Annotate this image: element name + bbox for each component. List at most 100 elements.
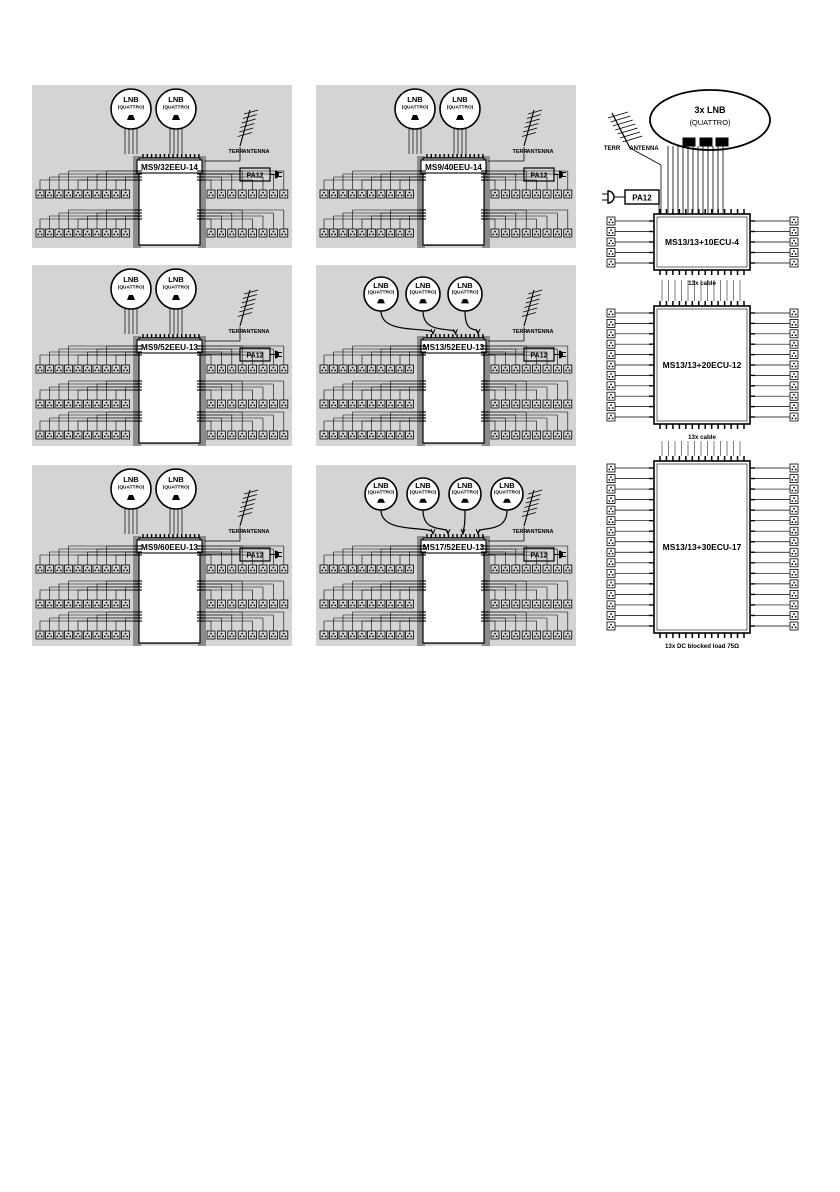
outlet-row [319,345,573,374]
outlet-icon [376,399,386,409]
lnb-dish-icon: LNB(QUATTRO) [448,477,482,511]
power-plug-icon [607,190,615,204]
outlet-icon [606,227,616,236]
outlet-row [35,411,289,440]
outlet-icon [395,399,405,409]
antenna-label: ANTENNA [527,529,554,535]
outlet-row [319,170,573,199]
outlet-icon [111,430,121,440]
outlet-icon [111,228,121,238]
lnb-sublabel: (QUATTRO) [402,105,429,111]
outlet-icon [789,495,799,505]
outlet-icon [606,381,616,391]
outlet-icon [405,599,414,609]
model-label: MS9/32EEU-14 [141,163,198,172]
outlet-row [35,611,289,640]
lnb-sublabel: (QUATTRO) [163,105,190,111]
model-label: MS17/52EEU-13 [423,543,485,552]
outlet-icon [789,360,799,370]
cascade-link [661,280,741,301]
outlet-icon [789,611,799,620]
outlet-icon [606,391,616,401]
clamp-left [133,536,141,646]
outlet-icon [500,399,510,409]
outlet-row [319,209,573,238]
outlet-icon [92,189,102,199]
lnb-dish-icon: LNB(QUATTRO) [405,276,441,312]
lnb-sublabel: (QUATTRO) [368,290,395,296]
outlet-icon [606,248,616,257]
outlet-icon [606,258,616,268]
lnb-dish-icon: LNB(QUATTRO) [110,88,152,130]
lnb-label: LNB [123,275,139,284]
lnb-dish-icon: LNB(QUATTRO) [110,268,152,310]
lnb-dish-icon: LNB(QUATTRO) [447,276,483,312]
lnb-feed-icon [682,137,696,147]
multiswitch-panel: MS17/52EEU-13LNB(QUATTRO)LNB(QUATTRO)LNB… [316,465,576,646]
power-supply-pa12: PA12 [239,547,282,562]
outlet-icon [789,237,799,247]
outlet-icon [606,237,616,247]
lnb-dish-icon: LNB(QUATTRO) [110,468,152,510]
outlet-icon [789,484,799,494]
lnb-sublabel: (QUATTRO) [410,290,437,296]
psu-label: PA12 [632,194,652,203]
lnb-sublabel: (QUATTRO) [118,485,145,491]
antenna-label: ANTENNA [243,329,270,335]
lnb-sublabel: (QUATTRO) [494,490,521,496]
lnb-label: LNB [457,281,473,290]
power-supply-pa12: PA12 [523,347,566,362]
clamp-left [417,536,425,646]
outlet-icon [789,216,799,226]
outlet-icon [606,526,616,536]
lnb-label: LNB [123,95,139,104]
clamp-right [482,156,490,248]
outlet-icon [606,370,616,380]
lnb-dish-icon: LNB(QUATTRO) [406,477,440,511]
lnb-feed-icon [715,137,729,147]
power-supply-pa12: PA12 [523,547,566,562]
lnb-dish-icon: LNB(QUATTRO) [155,468,197,510]
outlet-icon [606,318,616,328]
clamp-right [482,336,490,446]
outlet-icon [563,430,573,440]
outlet-row [35,209,289,238]
psu-label: PA12 [247,553,264,560]
model-label: MS13/13+20ECU-12 [663,360,742,370]
outlet-icon [606,495,616,505]
outlet-icon [606,611,616,620]
outlet-icon [606,484,616,494]
outlet-icon [237,228,247,238]
outlet-row [35,545,289,574]
outlet-icon [789,258,799,268]
outlet-row [319,411,573,440]
outlet-icon [789,558,799,568]
outlet-icon [227,430,237,440]
terr-label: TERR [513,329,528,335]
outlet-icon [279,189,289,199]
lnb-dish-icon: LNB(QUATTRO) [439,88,481,130]
cascade-link [661,441,741,456]
lnb-sublabel: (QUATTRO) [163,485,190,491]
outlet-row [319,545,573,574]
multiswitch-panel: MS9/52EEU-13LNB(QUATTRO)LNB(QUATTRO)TERR… [32,265,292,446]
outlet-icon [606,621,616,631]
outlet-icon [606,463,616,473]
outlet-row [35,580,289,609]
lnb-dish-icon: LNB(QUATTRO) [364,477,398,511]
outlet-icon [606,474,616,483]
outlet-icon [338,189,348,199]
power-supply-pa12: PA12 [239,167,282,182]
outlet-icon [606,505,616,515]
lnb-dish-icon: LNB(QUATTRO) [490,477,524,511]
lnb-label: LNB [415,481,431,490]
outlet-icon [789,350,799,360]
outlet-row [35,170,289,199]
model-label: MS13/52EEU-13 [423,343,485,352]
outlet-icon [789,329,799,339]
lnb-sublabel: (QUATTRO) [118,105,145,111]
lnb-label: LNB [499,481,515,490]
